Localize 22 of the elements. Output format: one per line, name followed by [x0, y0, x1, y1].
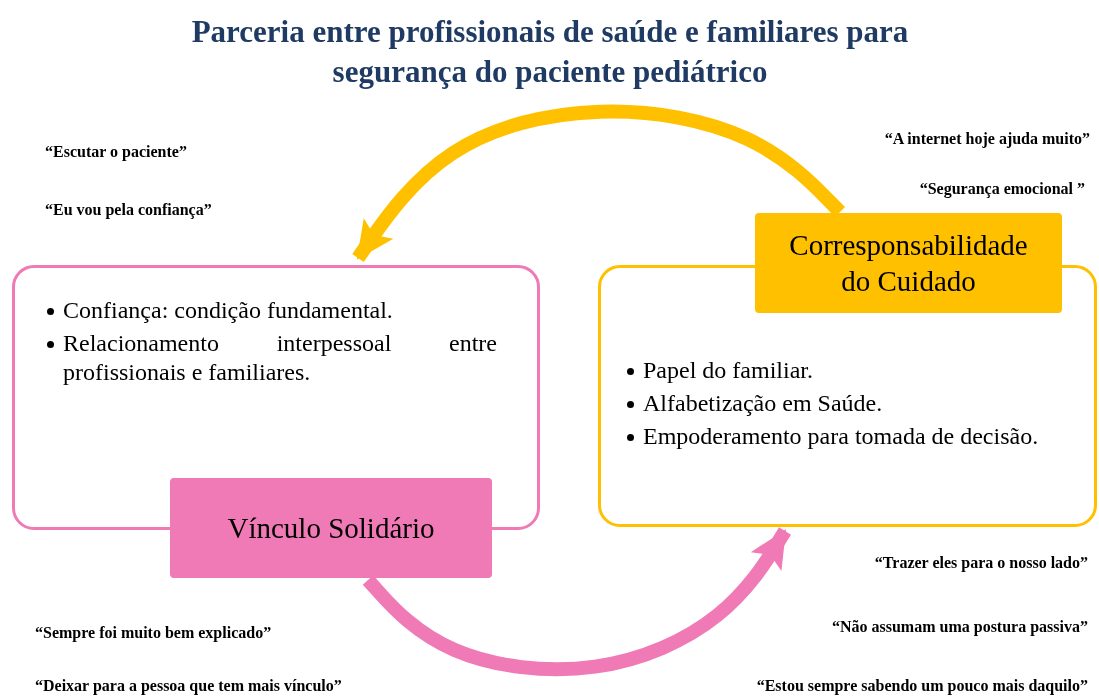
bullet-text: Empoderamento para tomada de decisão. [643, 423, 1039, 449]
quote-text: “Eu vou pela confiança” [45, 201, 212, 219]
quote-text: “Sempre foi muito bem explicado” [35, 624, 272, 642]
quote-text: “Escutar o paciente” [45, 143, 187, 161]
heading-box [170, 478, 492, 578]
bullet-text: Alfabetização em Saúde. [643, 390, 883, 416]
text-panel [598, 265, 1097, 527]
curved-arrow [362, 527, 791, 677]
quote-text: “Deixar para a pessoa que tem mais vínculo” [35, 677, 342, 695]
curved-arrow [352, 104, 845, 262]
bullet-text: Relacionamento interpessoal entre profissionais e familiares. [63, 330, 497, 385]
quote-text: “Estou sempre sabendo um pouco mais daquilo” [756, 677, 1088, 695]
quote-text: “A internet hoje ajuda muito” [884, 130, 1090, 148]
title: Parceria entre profissionais de saúde e familiares para segurança do paciente pediátrico [190, 13, 910, 91]
quote-text: “Segurança emocional ” [919, 180, 1085, 198]
heading-text: Vínculo Solidário [226, 511, 436, 546]
heading-text: Corresponsabilidade do Cuidado [788, 228, 1029, 299]
bullet-text: Confiança: condição fundamental. [63, 297, 393, 323]
quote-text: “Trazer eles para o nosso lado” [874, 554, 1088, 572]
quote-text: “Não assumam uma postura passiva” [831, 618, 1088, 636]
heading-box [755, 213, 1062, 313]
bullet-text: Papel do familiar. [643, 357, 813, 383]
